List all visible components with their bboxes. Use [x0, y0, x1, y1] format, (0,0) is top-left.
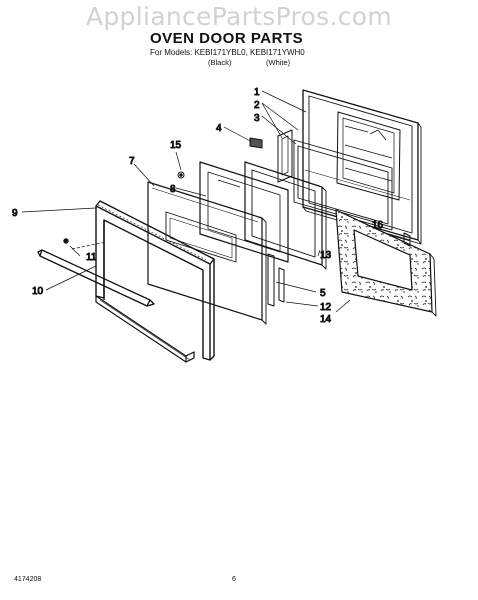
- callout-7: 7: [129, 156, 135, 167]
- callout-9: 9: [12, 208, 18, 219]
- callout-15: 15: [170, 140, 182, 151]
- page-title: OVEN DOOR PARTS: [150, 30, 304, 47]
- callout-labels: 1 2 3 4 5 7 8 9 10 11 12 13 14 15 16: [12, 87, 385, 326]
- outer-door-frame: [95, 200, 215, 361]
- variant-white-label: (White): [266, 58, 291, 67]
- callout-5: 5: [320, 288, 326, 299]
- callout-11: 11: [86, 252, 97, 263]
- screw: [63, 238, 69, 244]
- door-insulation: [335, 209, 437, 317]
- callout-12: 12: [320, 302, 332, 313]
- trim-strip: [267, 253, 285, 307]
- channel-bracket: [277, 129, 293, 183]
- callout-1: 1: [254, 87, 260, 98]
- callout-16: 16: [372, 220, 384, 231]
- leader-lines: [21, 90, 411, 313]
- callout-10: 10: [32, 286, 44, 297]
- door-clip: [249, 137, 263, 149]
- watermark: AppliancePartsPros.com: [85, 2, 393, 31]
- model-list: For Models: KEBI171YBL0, KEBI171YWH0: [150, 48, 305, 57]
- window-glass: [147, 181, 267, 325]
- glass-frame: [244, 161, 327, 270]
- page-number: 6: [232, 576, 236, 583]
- callout-4: 4: [216, 123, 222, 134]
- callout-13: 13: [320, 250, 332, 261]
- door-seal: [293, 139, 393, 231]
- middle-glass: [199, 161, 289, 263]
- screw-top: [177, 171, 185, 179]
- bottom-trim: [95, 295, 195, 363]
- door-handle: [37, 249, 155, 307]
- inner-door-panel: [302, 89, 422, 245]
- variant-black-label: (Black): [208, 58, 232, 67]
- callout-3: 3: [254, 113, 260, 124]
- callout-2: 2: [254, 100, 260, 111]
- callout-14: 14: [320, 314, 332, 325]
- hinge-pin: [403, 232, 411, 247]
- doc-number: 4174208: [14, 576, 42, 583]
- callout-8: 8: [170, 184, 176, 195]
